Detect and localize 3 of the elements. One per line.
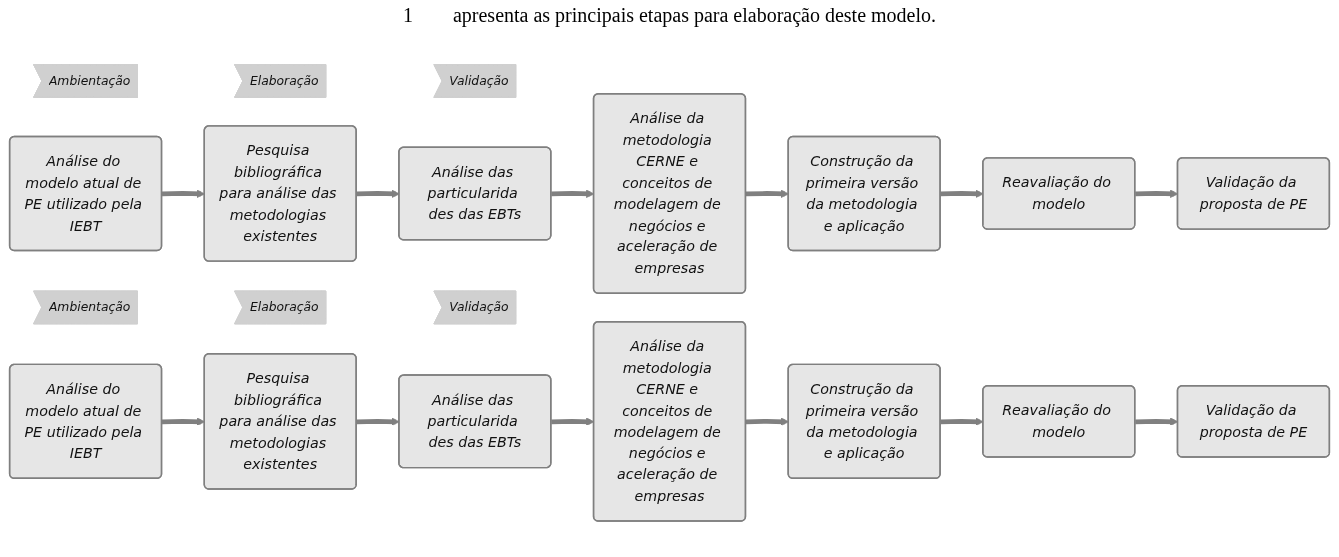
text-label: apresenta as principais etapas para elaboração deste modelo.: [452, 3, 937, 27]
flowchart: Ambientação Elaboração Validação Análise do modelo atual de PE utilizado pela IEBT Pesquisa bibliográfica para análise das metodologias existentes Análise das particularida des das EBTs Análise da metodologia CERNE e conceitos de modelagem de negócios e aceleração de empresas Construção da primeira versão da metodologia e aplicação Reavaliação do modelo Validação da proposta de PE Ambientação Elaboração Validação Análise do modelo atual de PE utilizado pela IEBT Pesquisa bibliográfica para análise das metodologias existentes Análise das particularida des das EBTs Análise da metodologia CERNE e conceitos de modelagem de negócios e aceleração de empresas Construção da primeira versão da metodologia e aplicação Reavaliação do modelo Validação da proposta de PE: [2, 56, 1337, 529]
text-label: 1: [402, 3, 413, 27]
